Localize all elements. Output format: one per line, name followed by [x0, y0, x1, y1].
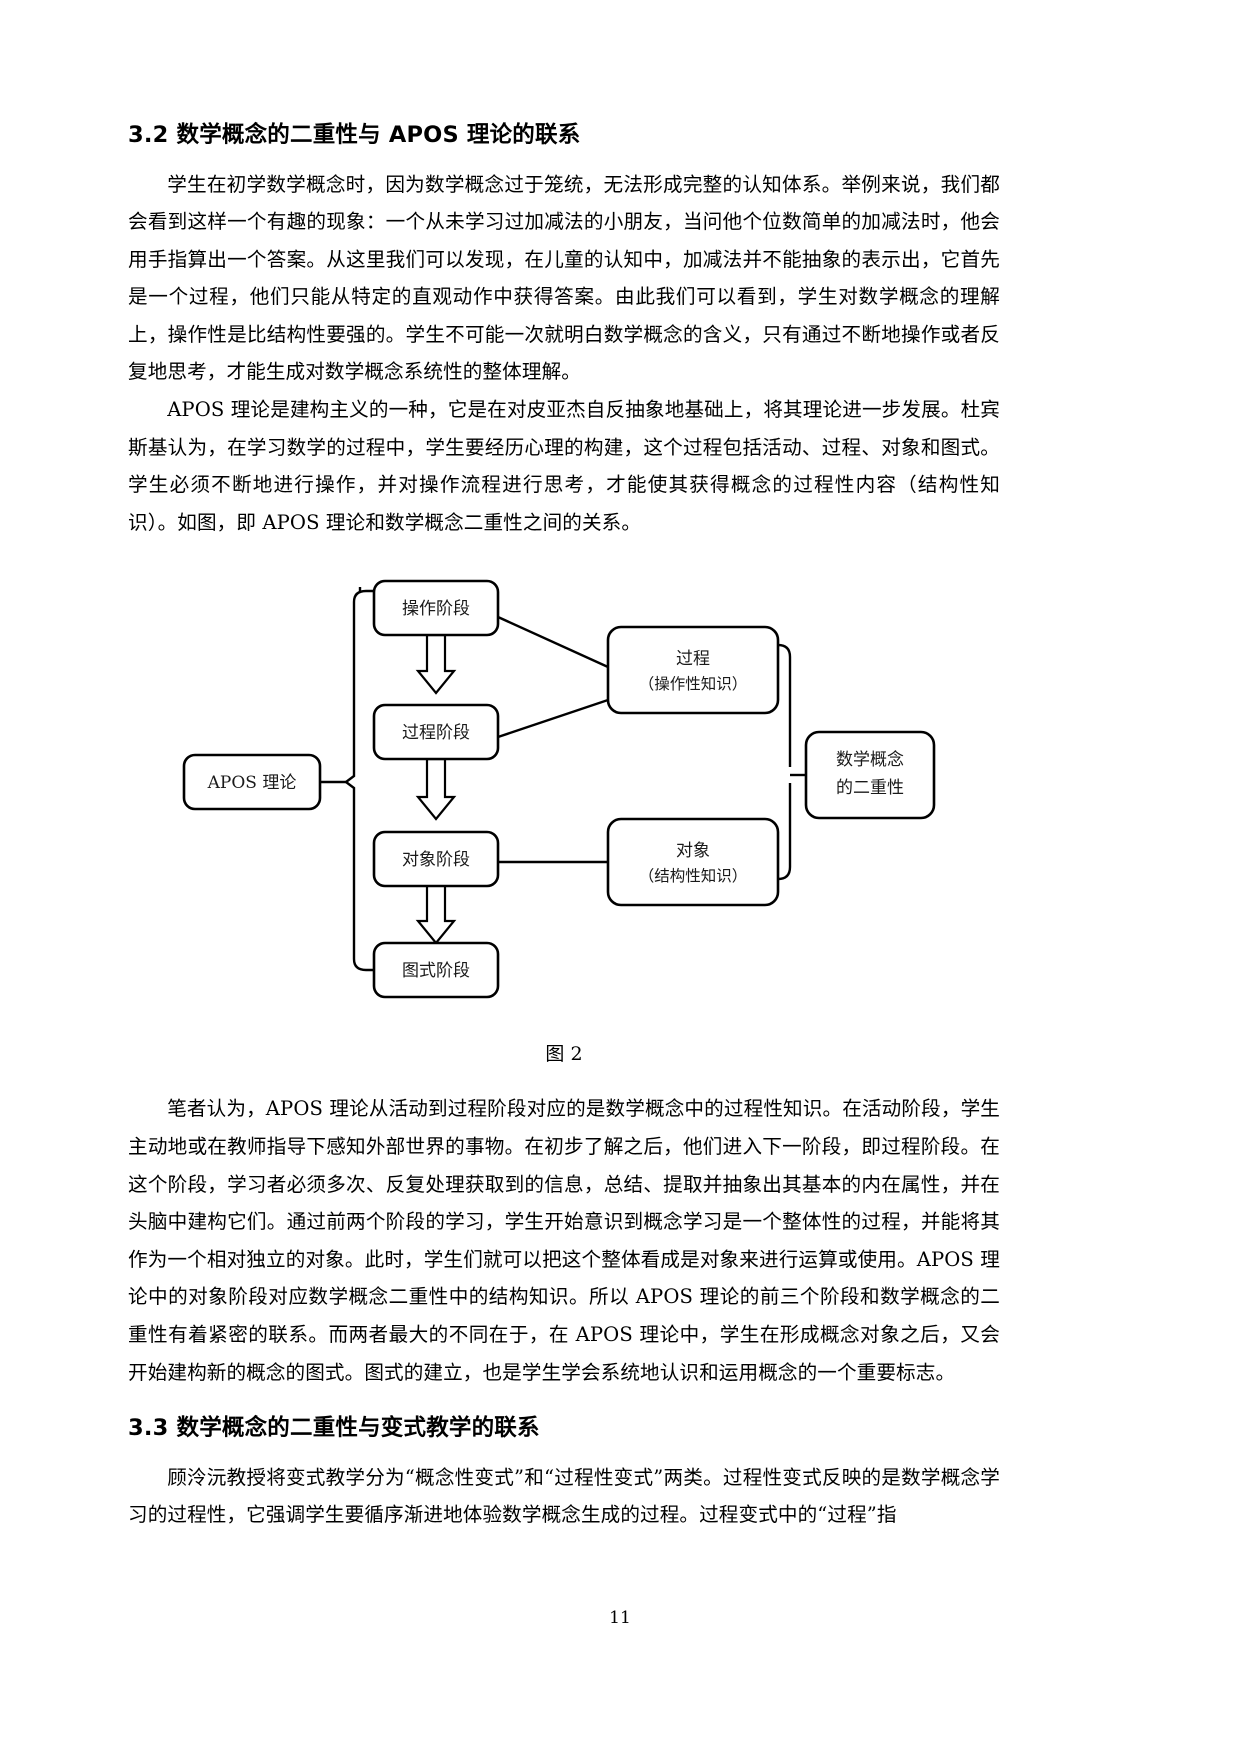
node-duality-line1: 数学概念	[836, 749, 904, 770]
paragraph-3-3-1: 顾泠沅教授将变式教学分为“概念性变式”和“过程性变式”两类。过程性变式反映的是数…	[128, 1465, 1000, 1527]
node-apos-root-label: APOS 理论	[207, 773, 297, 793]
node-stage-object-label: 对象阶段	[402, 850, 470, 870]
block-arrow-2	[415, 758, 457, 822]
page-content: 3.2 数学概念的二重性与 APOS 理论的联系 学生在初学数学概念时，因为数学…	[128, 120, 1000, 1534]
node-duality: 数学概念 的二重性	[804, 731, 936, 820]
apos-flowchart-svg: APOS 理论 操作阶段 过程阶段 对象阶段	[182, 580, 936, 999]
paragraph-3-2-2: APOS 理论是建构主义的一种，它是在对皮亚杰自反抽象地基础上，将其理论进一步发…	[128, 398, 1000, 534]
node-apos-root: APOS 理论	[182, 754, 322, 811]
node-process-knowledge: 过程 （操作性知识）	[606, 626, 780, 715]
node-stage-process-label: 过程阶段	[402, 723, 470, 743]
root-connector	[320, 587, 374, 972]
node-object-knowledge-title: 对象	[676, 841, 710, 861]
node-stage-operation: 操作阶段	[372, 580, 500, 637]
figure-caption: 图 2	[545, 1043, 583, 1066]
page-number: 11	[609, 1608, 631, 1628]
right-brace	[777, 644, 806, 881]
block-arrow-1	[415, 634, 457, 696]
node-object-knowledge-subtitle: （结构性知识）	[639, 867, 748, 885]
node-stage-process: 过程阶段	[372, 704, 500, 761]
figure-apos-diagram: APOS 理论 操作阶段 过程阶段 对象阶段	[128, 567, 1000, 1037]
node-duality-line2: 的二重性	[836, 778, 904, 798]
link-stage2-process	[497, 699, 609, 739]
link-stage1-process	[497, 616, 609, 669]
node-stage-operation-label: 操作阶段	[402, 599, 470, 619]
block-arrow-3	[415, 884, 457, 946]
node-object-knowledge: 对象 （结构性知识）	[606, 818, 780, 907]
node-stage-schema: 图式阶段	[372, 942, 500, 999]
paragraph-after-figure: 笔者认为，APOS 理论从活动到过程阶段对应的是数学概念中的过程性知识。在活动阶…	[128, 1097, 1000, 1384]
node-stage-object: 对象阶段	[372, 831, 500, 888]
node-process-knowledge-title: 过程	[676, 649, 710, 669]
node-stage-schema-label: 图式阶段	[402, 961, 470, 981]
section-heading-3-3: 3.3 数学概念的二重性与变式教学的联系	[128, 1415, 540, 1442]
node-process-knowledge-subtitle: （操作性知识）	[639, 675, 748, 693]
section-heading-3-2: 3.2 数学概念的二重性与 APOS 理论的联系	[128, 122, 581, 148]
paragraph-3-2-1: 学生在初学数学概念时，因为数学概念过于笼统，无法形成完整的认知体系。举例来说，我…	[128, 172, 1000, 384]
